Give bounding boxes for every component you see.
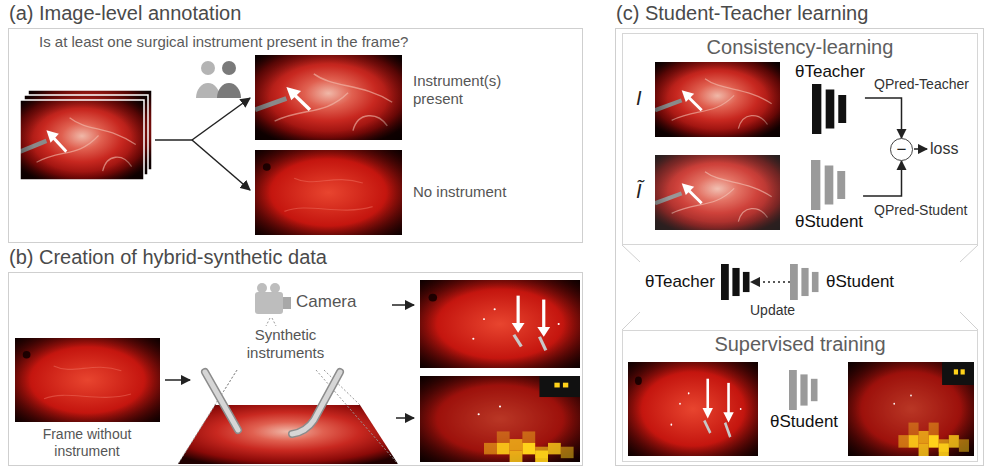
flow-arrow	[396, 417, 414, 419]
network-icon	[812, 84, 848, 134]
camera-body	[255, 292, 283, 314]
parameter-label: θStudent	[795, 212, 863, 232]
positive-frame	[255, 55, 402, 140]
student-input	[655, 155, 780, 230]
connector	[751, 281, 790, 283]
student-network: θStudent	[790, 264, 894, 300]
network-layer	[838, 95, 846, 123]
connector	[863, 161, 901, 196]
network-layer	[790, 264, 798, 300]
projection-line	[178, 370, 237, 464]
annotator-head	[201, 61, 215, 75]
annotation-panel: (a) Image-level annotationIs at least on…	[8, 28, 583, 243]
network-layer	[732, 268, 739, 296]
teacher-input	[655, 62, 780, 137]
split-arrow	[192, 140, 250, 190]
teacher-network: θTeacher	[795, 62, 865, 134]
loss-label: loss	[930, 139, 958, 158]
network-layer	[812, 84, 821, 134]
panel-title: (b) Creation of hybrid-synthetic data	[9, 246, 327, 269]
network-layer	[837, 171, 845, 199]
network-icon	[789, 370, 819, 410]
annotator-body	[217, 83, 241, 98]
network-layer	[801, 268, 808, 296]
panel-title: (a) Image-level annotation	[9, 2, 241, 25]
edge-label: QPred-Teacher	[872, 76, 971, 93]
learning-panel: (c) Student-Teacher learningConsistency-…	[615, 28, 984, 466]
negative-frame	[255, 150, 402, 235]
class-label: No instrument	[413, 183, 506, 201]
synthetic-rod	[292, 372, 340, 434]
synthetic-rod	[205, 372, 238, 430]
instrument-caption: Synthetic instruments	[238, 326, 333, 362]
texture-plane	[178, 405, 398, 464]
frame-caption: Frame without instrument	[12, 426, 162, 460]
student-network: θStudent	[795, 160, 863, 232]
camera-label: Camera	[296, 292, 356, 312]
network-icon	[790, 264, 820, 300]
network-layer	[800, 374, 807, 405]
label-frame	[420, 376, 580, 462]
source-frame	[15, 338, 160, 422]
augmentation-tint	[655, 155, 780, 230]
parameter-label: θStudent	[770, 412, 838, 432]
loss-arrow	[914, 148, 927, 150]
operator-symbol: −	[897, 141, 907, 158]
image-symbol: Ĩ	[636, 179, 642, 203]
network-icon	[811, 160, 847, 210]
network-icon	[721, 264, 751, 300]
projection-line	[272, 318, 276, 326]
funnel-line	[622, 312, 640, 330]
annotator-head	[222, 61, 236, 75]
difference-operator: −	[890, 138, 913, 161]
training-input	[628, 362, 758, 456]
projection-line	[266, 318, 270, 326]
split-line	[155, 139, 192, 141]
question-text: Is at least one surgical instrument pres…	[39, 33, 408, 50]
funnel-line	[960, 245, 978, 262]
image-symbol: I	[636, 86, 642, 110]
flow-arrow	[392, 304, 414, 306]
training-target	[848, 362, 974, 456]
frame-edge	[20, 100, 144, 180]
parameter-label: θTeacher	[795, 62, 865, 82]
connector	[865, 98, 902, 138]
teacher-network: θTeacher	[645, 264, 751, 300]
parameter-label: θTeacher	[645, 272, 715, 292]
network-layer	[743, 272, 750, 292]
edge-label: Update	[748, 302, 797, 319]
class-label: Instrument(s) present	[413, 72, 533, 108]
section-title: Supervised training	[623, 333, 977, 356]
camera-lens	[283, 297, 291, 309]
annotator-body	[196, 83, 220, 98]
edge-label: QPred-Student	[872, 202, 969, 219]
panel-title: (c) Student-Teacher learning	[616, 2, 868, 25]
network-layer	[811, 160, 820, 210]
camera-reel	[257, 283, 267, 293]
split-arrow	[192, 98, 250, 140]
supervised-box: Supervised training θStudent	[622, 330, 978, 462]
frame-stack	[20, 100, 144, 180]
synthetic-rod	[205, 372, 238, 430]
flow-arrow	[165, 379, 190, 381]
parameter-label: θStudent	[826, 272, 894, 292]
funnel-line	[622, 245, 640, 262]
hybrid-frame	[420, 280, 580, 368]
synthetic-rod	[292, 372, 340, 434]
funnel-line	[960, 312, 978, 330]
projection-line	[316, 370, 398, 464]
camera-reel	[270, 283, 280, 293]
student-network: θStudent	[770, 370, 838, 432]
network-layer	[811, 379, 818, 401]
network-layer	[826, 90, 835, 129]
network-layer	[789, 370, 797, 410]
section-title: Consistency-learning	[623, 36, 977, 59]
network-layer	[812, 272, 819, 292]
network-layer	[825, 166, 834, 205]
network-layer	[721, 264, 729, 300]
